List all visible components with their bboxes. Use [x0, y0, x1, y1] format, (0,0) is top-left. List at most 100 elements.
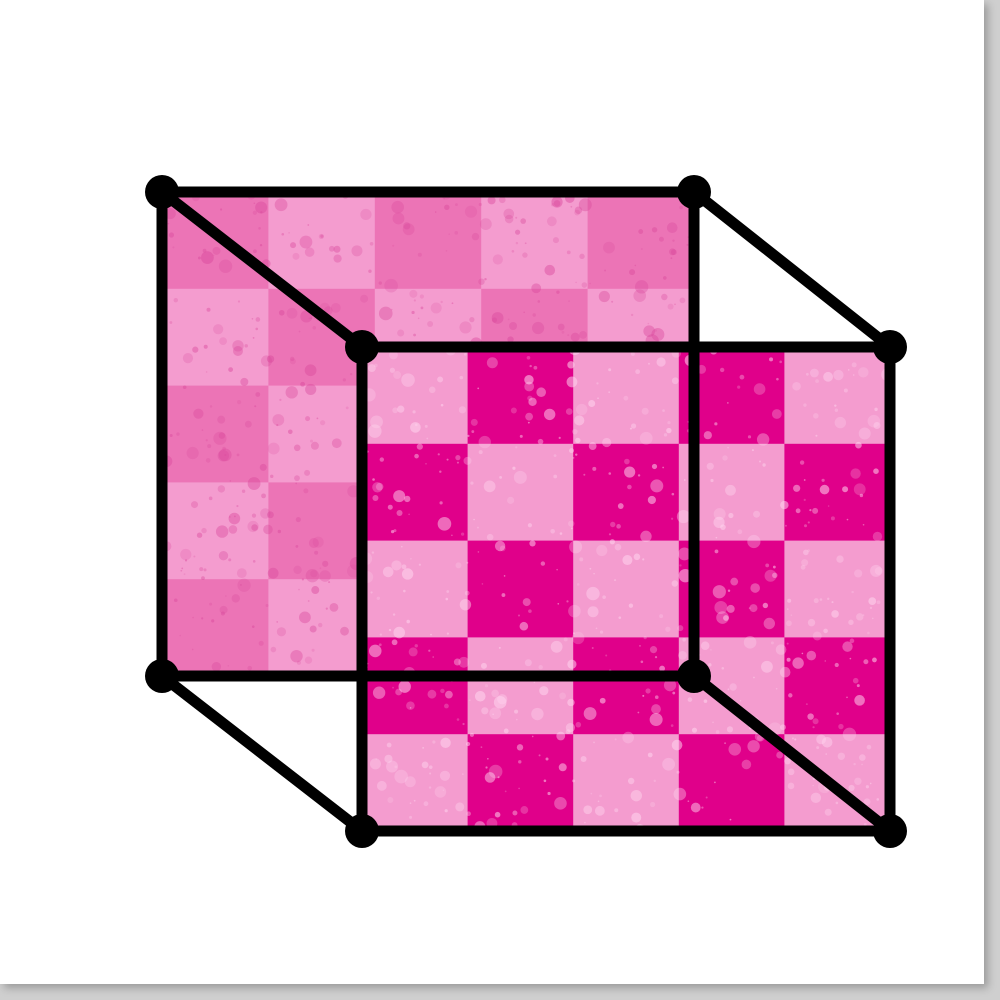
back-face-speck [288, 231, 290, 234]
front-face-speck [670, 724, 674, 727]
front-face-speck [410, 557, 412, 560]
front-face-speck [865, 785, 869, 789]
back-face-tile [481, 192, 589, 290]
front-face-speck [527, 523, 533, 528]
back-face-speck [198, 256, 201, 260]
back-face-speck [222, 446, 226, 451]
front-face-speck [848, 619, 854, 626]
front-face-speck [727, 589, 731, 592]
front-face-speck [801, 559, 809, 567]
back-face-speck [196, 532, 203, 538]
front-face-speck [446, 590, 450, 593]
front-face-speck [393, 490, 406, 503]
front-face-speck [492, 713, 494, 716]
back-face-speck [308, 537, 319, 548]
front-face-speck [823, 371, 833, 382]
front-face-speck [670, 517, 674, 520]
vertex-dot [677, 175, 711, 209]
front-face-speck [401, 545, 403, 548]
back-face-speck [556, 290, 560, 294]
front-face-speck [387, 797, 394, 804]
front-face-speck [409, 802, 412, 804]
front-face-speck [850, 468, 861, 479]
back-face-speck [290, 649, 303, 663]
back-face-tile [587, 192, 694, 290]
front-face-speck [800, 564, 806, 570]
front-face-speck [816, 734, 827, 745]
back-face-speck [578, 198, 592, 212]
front-face-speck [779, 360, 782, 364]
front-face-speck [602, 595, 606, 599]
back-face-speck [228, 558, 232, 562]
front-face-speck [469, 732, 474, 737]
front-face-speck [712, 585, 726, 599]
front-face-speck [821, 736, 833, 748]
back-face-speck [232, 340, 244, 352]
front-face-speck [761, 660, 773, 673]
front-face-speck [640, 530, 652, 543]
back-face-speck [251, 625, 255, 628]
front-face-speck [784, 524, 787, 527]
back-face-speck [279, 398, 282, 401]
front-face-speck [394, 769, 408, 784]
back-face-tile [162, 385, 269, 483]
back-face-speck [182, 385, 187, 390]
back-face-speck [647, 322, 650, 325]
back-face-speck [604, 269, 607, 272]
back-face-speck [663, 276, 667, 280]
back-face-speck [292, 252, 300, 260]
front-face-speck [678, 650, 687, 660]
front-face-speck [713, 781, 716, 784]
front-face-speck [556, 568, 558, 571]
back-face-speck [417, 317, 420, 320]
front-face-speck [687, 800, 690, 802]
back-face-speck [252, 336, 255, 339]
back-face-speck [674, 303, 676, 306]
front-face-speck [849, 657, 852, 660]
front-face-speck [430, 633, 432, 636]
back-face-speck [629, 269, 636, 276]
front-face-speck [713, 516, 725, 528]
front-face-speck [514, 709, 519, 714]
front-face-speck [414, 423, 418, 427]
back-face-speck [384, 278, 398, 293]
front-face-speck [863, 822, 867, 826]
back-face-speck [531, 283, 542, 294]
front-face-speck [428, 386, 436, 394]
back-face-speck [300, 381, 306, 387]
front-face-speck [558, 436, 561, 440]
front-face-speck [807, 521, 810, 524]
back-face-speck [244, 420, 252, 428]
front-face-speck [575, 721, 582, 728]
front-face-tile [362, 443, 469, 542]
back-face-speck [318, 622, 323, 628]
front-face-speck [665, 626, 671, 632]
front-face-speck [758, 460, 761, 463]
back-face-speck [182, 353, 194, 364]
front-face-speck [484, 684, 489, 688]
front-face-speck [714, 600, 728, 614]
back-face-speck [349, 372, 353, 376]
front-face-speck [863, 659, 869, 665]
front-face-speck [823, 628, 828, 634]
back-face-speck [208, 496, 213, 501]
front-face-speck [512, 466, 516, 470]
back-face-speck [237, 400, 242, 405]
back-face-speck [228, 367, 234, 373]
front-face-speck [518, 614, 521, 617]
back-face-speck [319, 567, 322, 570]
front-face-speck [710, 649, 712, 651]
front-face-speck [458, 656, 470, 668]
front-face-speck [584, 821, 586, 824]
back-face-speck [546, 216, 557, 227]
front-face-speck [428, 765, 433, 769]
front-face-speck [819, 598, 823, 601]
back-face-speck [392, 212, 405, 225]
back-face-speck [253, 249, 257, 254]
back-face-speck [469, 317, 475, 323]
front-face-speck [786, 620, 792, 627]
front-face-speck [462, 722, 465, 726]
front-face-speck [594, 805, 605, 816]
back-face-speck [181, 567, 184, 570]
front-face-speck [843, 388, 848, 393]
